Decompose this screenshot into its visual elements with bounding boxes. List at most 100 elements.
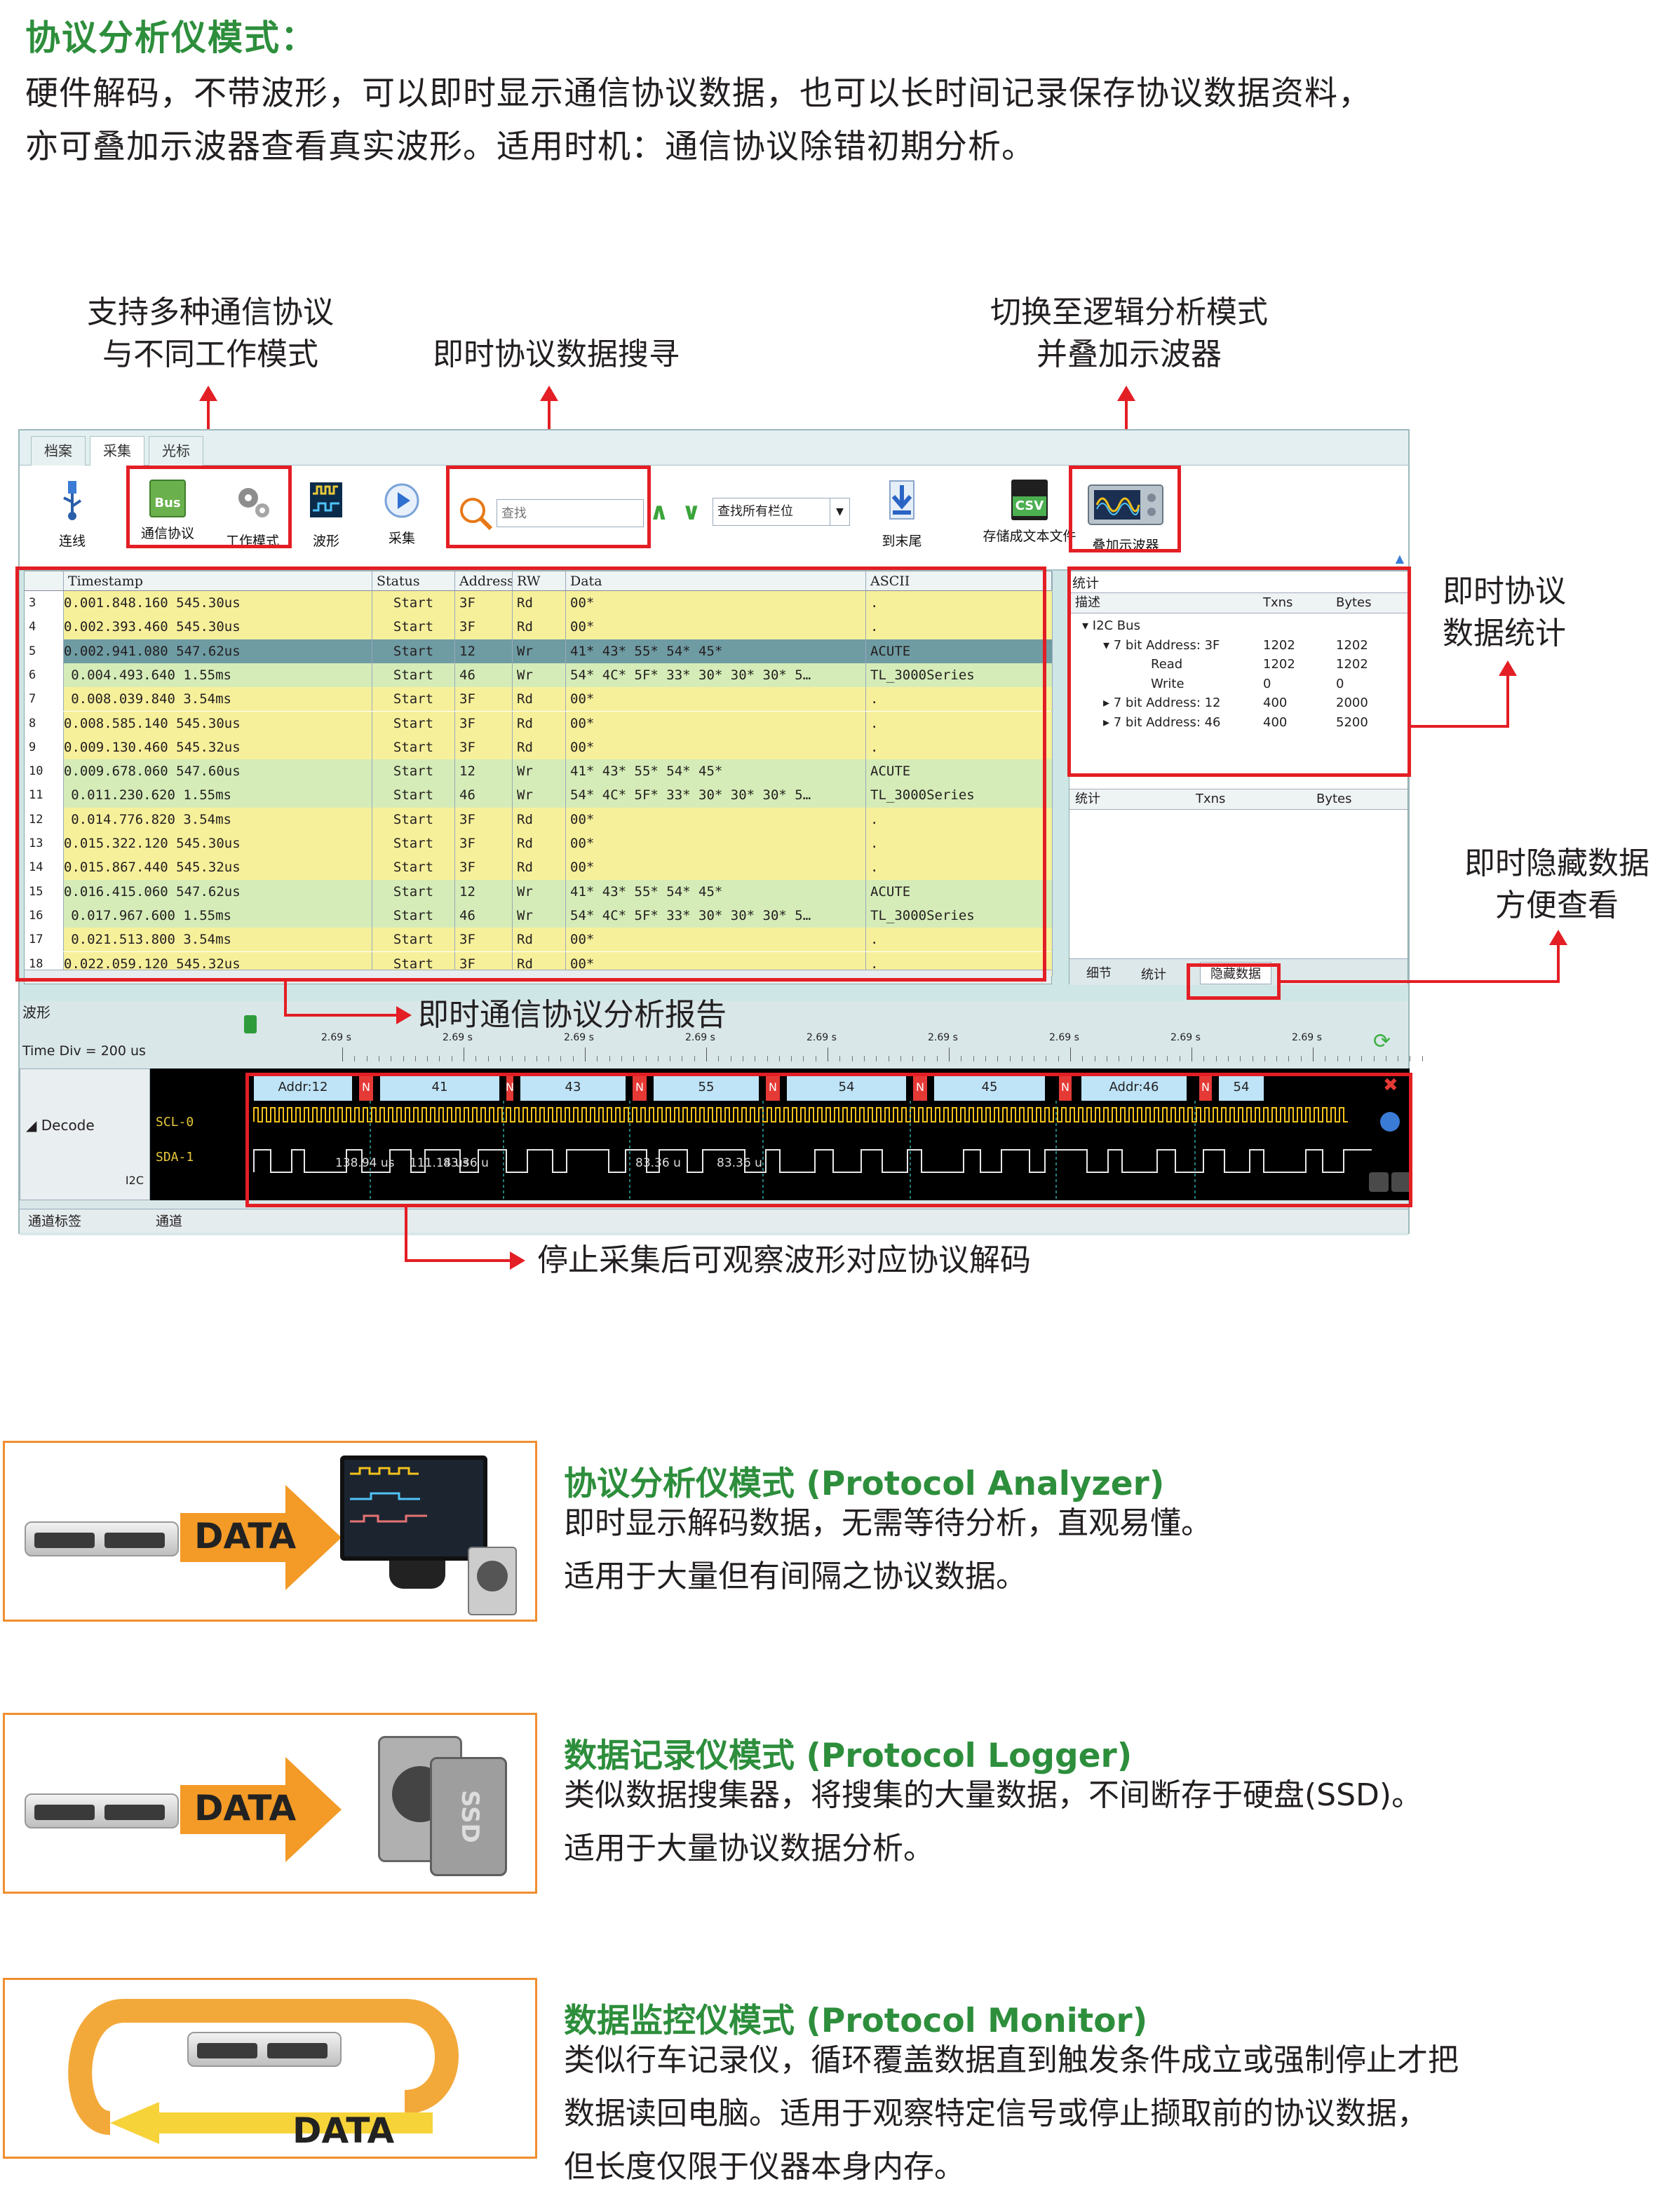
protocol-button[interactable]: Bus 通信协议 <box>136 480 199 542</box>
decode-frame-label: 55 <box>698 1080 715 1094</box>
tab-details[interactable]: 细节 <box>1086 966 1112 981</box>
to-end-button[interactable]: 到末尾 <box>874 480 930 550</box>
table-cell-data: 41* 43* 55* 54* 45* <box>566 879 866 904</box>
callout-search: 即时协议数据搜寻 <box>433 337 680 372</box>
search-down-icon[interactable]: ∨ <box>682 498 701 526</box>
time-minor-tick <box>572 1056 574 1061</box>
col-data[interactable]: Data <box>566 571 866 590</box>
save-csv-button[interactable]: CSV 存储成文本文件 <box>959 480 1100 545</box>
time-minor-tick <box>1349 1056 1350 1061</box>
mode-title: 数据监控仪模式 (Protocol Monitor) <box>564 2002 1148 2040</box>
mode-desc-line: 类似数据搜集器，将搜集的大量数据，不间断存于硬盘(SSD)。 <box>564 1777 1423 1813</box>
col-address[interactable]: Address <box>455 571 513 590</box>
callout-stats: 即时协议 数据统计 <box>1443 574 1566 651</box>
chevron-down-icon: ▼ <box>830 498 849 525</box>
col-ascii[interactable]: ASCII <box>866 571 1053 590</box>
time-minor-tick <box>912 1056 914 1061</box>
col-status[interactable]: Status <box>372 571 455 590</box>
time-minor-tick <box>1009 1056 1011 1061</box>
table-cell-n: 9 <box>25 735 64 760</box>
stats-row[interactable]: ▾ I2C Bus <box>1069 616 1408 635</box>
table-cell-rw: Rd <box>513 855 566 880</box>
mode-illustration: DATA <box>3 1441 537 1622</box>
collapse-ribbon-icon[interactable]: ▲ <box>1395 552 1404 565</box>
time-minor-tick <box>778 1056 780 1061</box>
table-cell-n: 11 <box>25 783 64 808</box>
table-cell-rw: Wr <box>513 783 566 808</box>
table-cell-st: Start <box>372 855 455 880</box>
time-minor-tick <box>997 1056 999 1061</box>
table-cell-st: Start <box>372 663 455 688</box>
table-cell-addr: 3F <box>455 855 513 880</box>
decode-frame <box>1219 1073 1264 1101</box>
tab-cursor[interactable]: 光标 <box>149 436 203 466</box>
time-minor-tick <box>876 1056 877 1061</box>
time-tick-label: 2.69 s <box>928 1032 958 1043</box>
table-cell-rw: Rd <box>513 687 566 712</box>
col-rw[interactable]: RW <box>513 571 566 590</box>
table-cell-data: 00* <box>566 832 866 856</box>
decode-frame <box>913 1073 927 1101</box>
time-minor-tick <box>1058 1056 1059 1061</box>
time-tick <box>1070 1047 1071 1061</box>
table-cell-st: Start <box>372 879 455 904</box>
table-cell-ascii: . <box>866 807 1053 832</box>
time-minor-tick <box>439 1056 440 1061</box>
csv-file-icon: CSV <box>1011 480 1048 520</box>
search-input[interactable] <box>497 499 644 527</box>
table-cell-data: 00* <box>566 735 866 760</box>
refresh-icon[interactable]: ⟳ <box>1373 1029 1391 1054</box>
table-cell-addr: 3F <box>455 615 513 639</box>
decode-frame-label: N <box>506 1080 514 1094</box>
table-cell-data: 00* <box>566 855 866 880</box>
search-icon[interactable] <box>456 494 495 533</box>
search-scope-select[interactable]: 查找所有栏位 ▼ <box>713 498 850 526</box>
scl-channel-label: SCL-0 <box>156 1115 194 1129</box>
tab-statistics[interactable]: 统计 <box>1141 968 1166 982</box>
table-cell-st: Start <box>372 759 455 784</box>
time-minor-tick <box>1373 1056 1375 1061</box>
table-cell-ts: 0.002.393.460 545.30us <box>64 615 372 639</box>
connect-button[interactable]: 连线 <box>48 480 97 550</box>
capture-button[interactable]: 采集 <box>377 482 426 547</box>
table-cell-ascii: . <box>866 591 1053 616</box>
stats-cell-txns: 1202 <box>1263 637 1295 653</box>
search-up-icon[interactable]: ∧ <box>649 498 669 526</box>
tab-capture[interactable]: 采集 <box>90 436 144 466</box>
tab-file[interactable]: 档案 <box>31 436 86 466</box>
table-cell-st: Start <box>372 783 455 808</box>
loop-arrow-icon <box>68 1999 459 2144</box>
time-minor-tick <box>694 1056 695 1061</box>
page-title: 协议分析仪模式： <box>25 18 317 58</box>
time-tick <box>949 1047 950 1061</box>
stats-cell-txns: 400 <box>1263 696 1288 710</box>
waveform-button[interactable]: 波形 <box>302 480 351 550</box>
table-cell-ts: 0.002.941.080 547.62us <box>64 639 372 663</box>
table-cell-ascii: TL_3000Series <box>866 663 1053 688</box>
callout-protocols: 支持多种通信协议 与不同工作模式 <box>87 294 334 372</box>
col-timestamp[interactable]: Timestamp <box>64 571 372 590</box>
table-cell-rw: Rd <box>513 832 566 856</box>
table-cell-ts: 0.008.585.140 545.30us <box>64 711 372 735</box>
